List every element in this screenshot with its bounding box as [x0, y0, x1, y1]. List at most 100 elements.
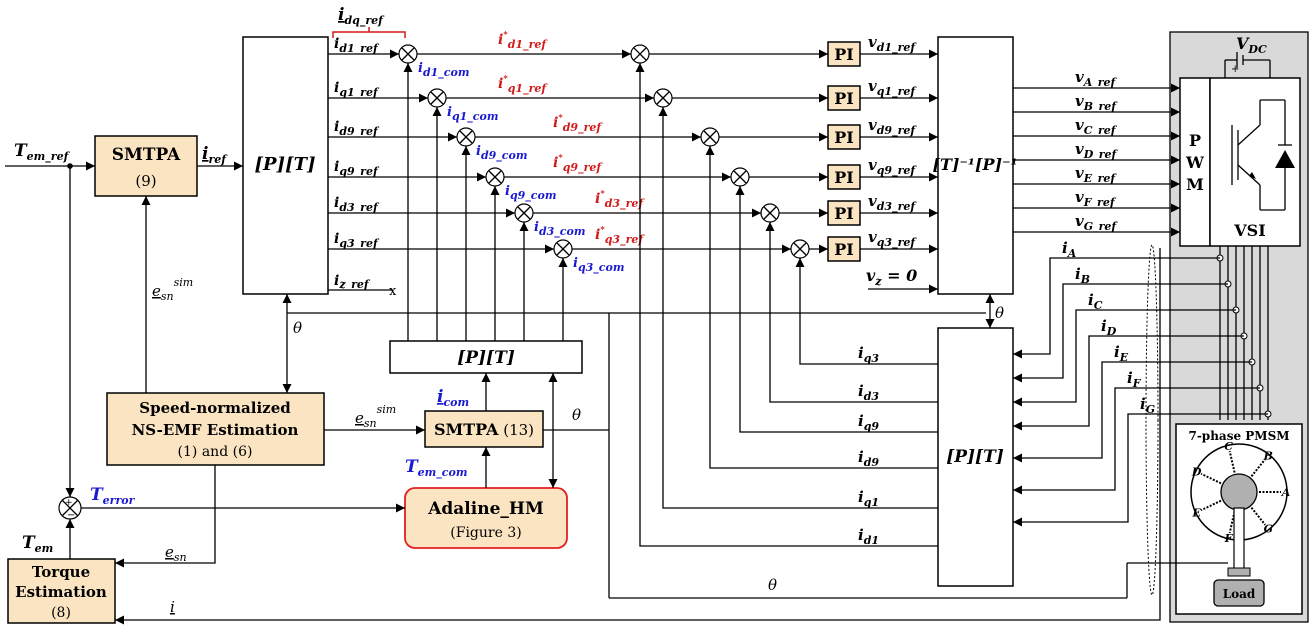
smtpa9-title: SMTPA [112, 145, 181, 165]
pwm-block [1179, 77, 1211, 247]
pi-label-q9_ref: PI [834, 168, 854, 187]
v-label-q3_ref-sub: q3_ref [877, 236, 918, 250]
torque-line3: (8) [51, 605, 71, 621]
com-label-d1_com-main: i [418, 61, 423, 76]
fb-label-q3-main: i [858, 344, 864, 362]
meas-label-E-main: i [1114, 343, 1120, 361]
pi-block-q1_ref [827, 85, 861, 111]
vout-label-F_ref: vF_ref [1075, 188, 1117, 210]
vout-label-A_ref-main: v [1075, 68, 1084, 86]
fb-label-d1-sub: d1 [864, 534, 879, 547]
sum1-q9_ref-x2 [488, 170, 502, 184]
dc-plus: + [1231, 64, 1239, 75]
fb-label-q9-sub: q9 [864, 420, 880, 433]
sum1-d3_ref-x2 [517, 206, 531, 220]
pt2-block [389, 340, 583, 374]
coil-B [1250, 458, 1266, 477]
smtpa9-ref: (9) [135, 172, 156, 190]
inverse-transform-block [937, 36, 1014, 295]
star-label-d9_ref-sub: d9_ref [563, 121, 604, 135]
v-label-q1_ref-sub: q1_ref [877, 85, 918, 99]
torque-line1: Torque [32, 563, 90, 581]
vout-label-G_ref-main: v [1075, 212, 1084, 230]
coil-D [1200, 472, 1222, 485]
pwm-letter-w: W [1185, 153, 1205, 172]
star-label-q9_ref-star: * [558, 152, 563, 162]
sum1-d9_ref-x2 [459, 130, 473, 144]
vout-label-A_ref: vA_ref [1075, 68, 1118, 90]
fb-label-q1-sub: q1 [864, 496, 879, 509]
meas-label-D-main: i [1101, 317, 1107, 335]
v-label-q1_ref-main: v [868, 77, 877, 95]
v-label-q9_ref-sub: q9_ref [877, 164, 918, 178]
com-label-d3_com-sub: d3_com [539, 225, 586, 239]
coil-G [1250, 507, 1266, 526]
fb-label-d3-sub: d3 [864, 390, 880, 403]
pt3-label: [P][T] [946, 447, 1004, 467]
meas-label-G-main: i [1140, 395, 1146, 413]
fb-label-d3-main: i [858, 382, 864, 400]
adaline-ref: (Figure 3) [450, 525, 521, 541]
ref-label-d1_ref: id1_ref [334, 36, 380, 56]
iz-ref-x: x [389, 284, 397, 299]
pi-label-d3_ref: PI [834, 204, 854, 223]
star-label-q1_ref: i*q1_ref [498, 73, 548, 96]
vout-label-E_ref-sub: E_ref [1083, 172, 1118, 186]
vout-label-F_ref-main: v [1075, 188, 1084, 206]
coupling [1227, 567, 1251, 577]
meas-label-F-sub: F [1132, 377, 1142, 390]
sum1-q3_ref-x2 [556, 242, 570, 256]
fb-label-q9-main: i [858, 412, 864, 430]
star-label-q1_ref-star: * [503, 73, 508, 83]
coil-label-B: B [1263, 449, 1273, 462]
ref-label-q9_ref-sub: q9_ref [339, 165, 380, 179]
fb-wire-q9 [735, 186, 938, 433]
rotor-icon [1220, 473, 1258, 511]
vout-label-D_ref-main: v [1075, 140, 1084, 158]
tem-ref-label: Tem_ref [14, 141, 71, 164]
fb-label-d1: id1 [858, 526, 879, 547]
com-label-d3_com-main: i [534, 220, 539, 235]
com-label-q1_com-sub: q1_com [452, 110, 499, 124]
ref-label-q3_ref-main: i [334, 231, 339, 247]
emf-line3: (1) and (6) [178, 444, 253, 460]
meas-label-F-main: i [1127, 369, 1133, 387]
theta-label-2: θ [995, 304, 1004, 322]
v-label-d1_ref-sub: d1_ref [877, 41, 918, 55]
ref-label-d1_ref-sub: d1_ref [339, 42, 380, 56]
pi-block-q9_ref [827, 164, 861, 190]
fb-label-q3: iq3 [858, 344, 879, 365]
coil-label-C: C [1224, 440, 1233, 453]
star-label-d1_ref: i*d1_ref [498, 29, 548, 52]
theta-label-1: θ [293, 319, 302, 337]
idq-ref-brace [332, 27, 406, 38]
star-label-d3_ref-star: * [600, 188, 605, 198]
smtpa13-label: SMTPA (13) [434, 420, 534, 439]
sum2-d3_ref-x2 [763, 206, 777, 220]
v-label-d3_ref-sub: d3_ref [877, 200, 918, 214]
load-block [1213, 579, 1265, 607]
meas-label-D: iD [1101, 317, 1117, 338]
vsi-label: VSI [1233, 221, 1265, 240]
star-label-q9_ref-sub: q9_ref [563, 161, 604, 175]
fb-label-q1-main: i [858, 488, 864, 506]
v-label-d3_ref: vd3_ref [868, 192, 917, 214]
com-label-q9_com-main: i [505, 184, 510, 199]
meas-label-F: iF [1127, 369, 1142, 390]
vout-label-G_ref: vG_ref [1075, 212, 1118, 234]
fb-wire-q3 [795, 258, 938, 365]
ref-label-q3_ref-sub: q3_ref [339, 237, 380, 251]
meas-label-E-sub: E [1119, 351, 1129, 364]
meas-wire-C [1013, 309, 1236, 407]
pi-label-q1_ref: PI [834, 89, 854, 108]
fb-label-d1-main: i [858, 526, 864, 544]
ref-label-q3_ref: iq3_ref [334, 231, 380, 251]
iz-ref-label: iz_ref [334, 273, 371, 292]
sum2-q3_ref-x2 [793, 242, 807, 256]
star-label-d9_ref: i*d9_ref [553, 112, 603, 135]
v-label-d1_ref: vd1_ref [868, 33, 917, 55]
meas-wire-A [1013, 257, 1220, 359]
igbt-icon [1231, 99, 1292, 211]
meas-label-C-sub: C [1094, 299, 1103, 312]
coil-label-D: D [1191, 466, 1202, 479]
